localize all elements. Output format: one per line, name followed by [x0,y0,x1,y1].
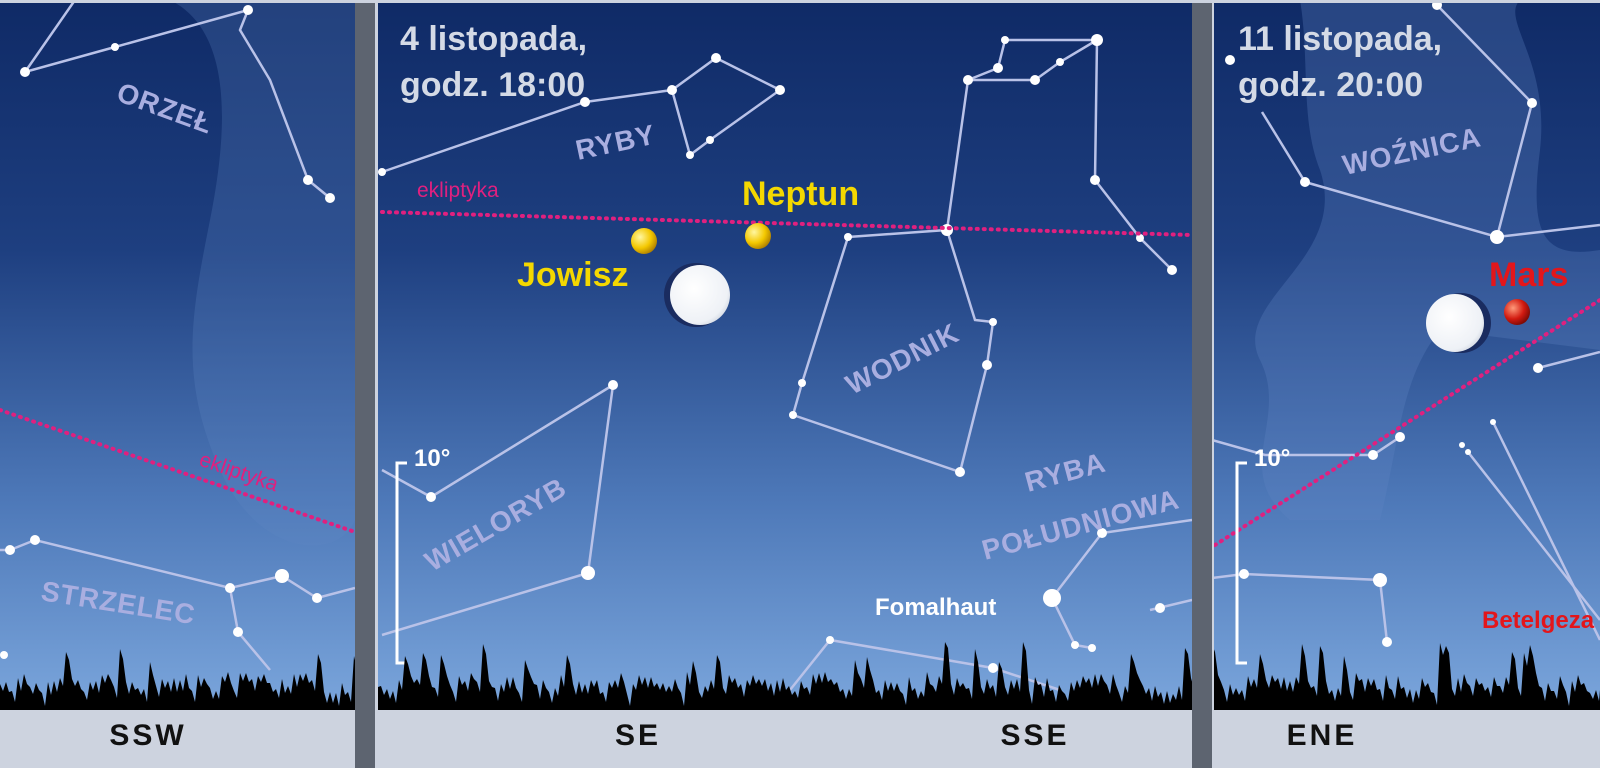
planet-label-neptun: Neptun [742,175,859,213]
date-label: 11 listopada, [1238,20,1442,58]
tree-silhouette [0,649,355,710]
stars [0,5,335,659]
ecliptic-line [380,210,1192,237]
tree-silhouette [378,642,1192,710]
moon-icon [1426,293,1491,353]
planet-label-mars: Mars [1489,256,1568,294]
scale-label: 10° [414,445,450,472]
direction-label-sse: SSE [1000,719,1069,752]
panel-divider [1192,0,1212,768]
scale-bar [1235,461,1247,665]
scale-bar [395,461,407,665]
star-label-betelgeza: Betelgeza [1482,607,1595,634]
neptune-icon [745,223,771,249]
ecliptic-label: ekliptyka [417,179,499,202]
milky-way [1255,3,1600,520]
direction-label-ene: ENE [1287,719,1358,752]
scale-label: 10° [1254,445,1290,472]
planet-label-jowisz: Jowisz [517,256,628,294]
date-label: 4 listopada, [400,20,587,58]
ecliptic-line [1214,298,1600,547]
time-label: godz. 20:00 [1238,66,1423,104]
moon-icon [664,263,730,327]
direction-label-se: SE [615,719,661,752]
mars-icon [1504,299,1530,325]
panel-ene: 11 listopada, godz. 20:00 WOŹNICA Mars B… [1214,3,1600,710]
panel-divider [355,0,375,768]
time-label: godz. 18:00 [400,66,585,104]
direction-label-ssw: SSW [109,719,186,752]
constellation-lines [1214,4,1600,643]
stars [378,34,1177,673]
panel-se: ekliptyka 4 listopada, godz. 18:00 RYBY … [378,3,1192,710]
stars [1225,3,1543,647]
star-label-fomalhaut: Fomalhaut [875,594,996,621]
ecliptic-line [0,408,355,534]
jupiter-icon [631,228,657,254]
tree-silhouette [1214,643,1600,710]
milky-way [175,3,355,546]
panel-ssw: ekliptyka ORZEŁ STRZELEC [0,3,355,710]
